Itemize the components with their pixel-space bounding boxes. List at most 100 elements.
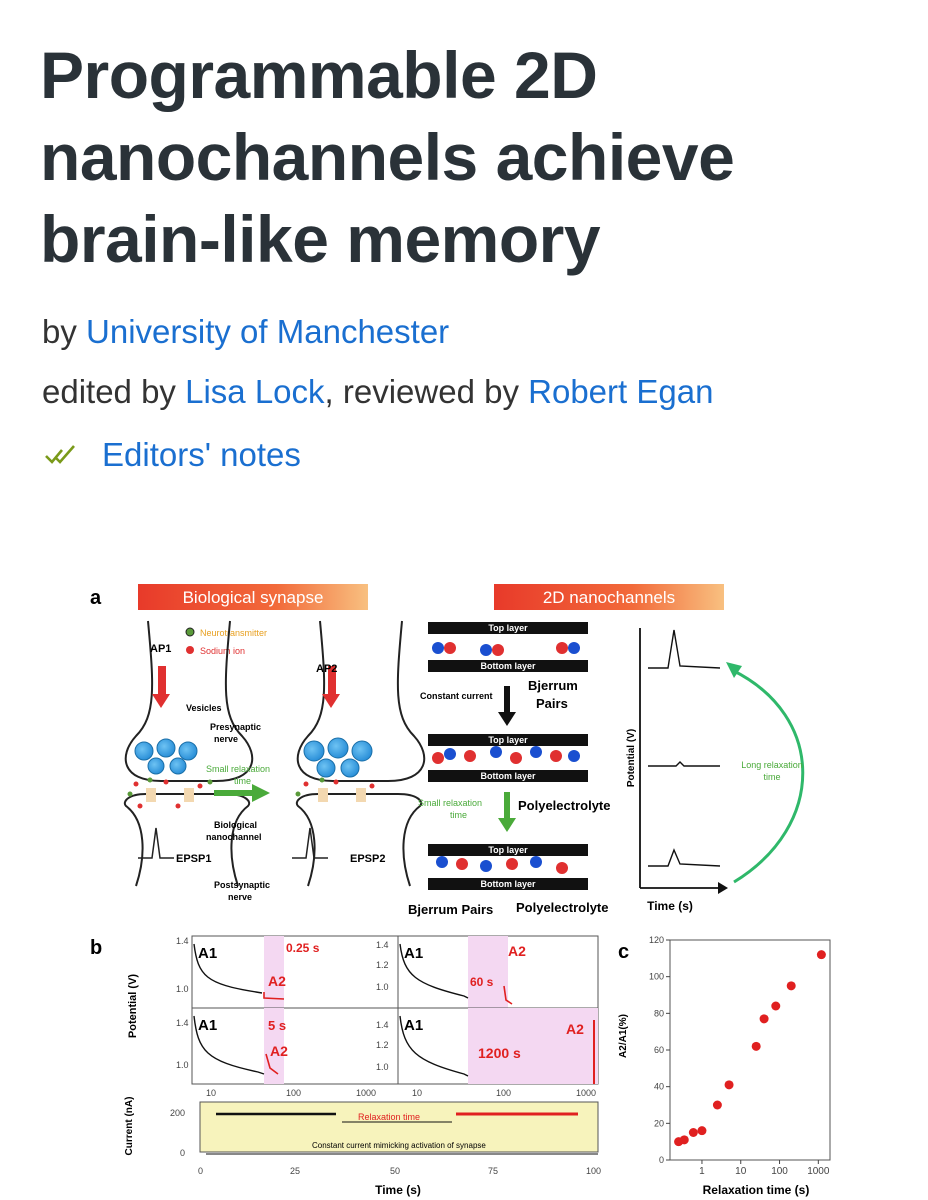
y-tick-label: 40 bbox=[654, 1082, 664, 1092]
data-point bbox=[724, 1080, 734, 1090]
svg-text:10: 10 bbox=[412, 1088, 422, 1098]
nano-header-bg bbox=[494, 584, 724, 610]
constant-current-mimic-label: Constant current mimicking activation of… bbox=[312, 1141, 486, 1150]
polyelectrolyte-label-2: Polyelectrolyte bbox=[516, 900, 609, 915]
current-axis-label: Current (nA) bbox=[124, 1097, 135, 1156]
bio-nanochannel-label-2: nanochannel bbox=[206, 832, 262, 842]
svg-text:1.0: 1.0 bbox=[176, 984, 189, 994]
top-layer-label-1: Top layer bbox=[488, 623, 528, 633]
top-layer-label-2: Top layer bbox=[488, 735, 528, 745]
svg-text:100: 100 bbox=[286, 1088, 301, 1098]
b-a2-label-1: A2 bbox=[268, 973, 286, 989]
neurotransmitter-legend-dot bbox=[185, 627, 195, 637]
author-link[interactable]: University of Manchester bbox=[86, 313, 450, 350]
scatter-plot-frame bbox=[669, 939, 831, 1161]
epsp2-label: EPSP2 bbox=[350, 853, 385, 865]
svg-text:1.4: 1.4 bbox=[176, 936, 189, 946]
svg-text:1.0: 1.0 bbox=[376, 1062, 389, 1072]
synapse-left bbox=[123, 620, 254, 887]
presynaptic-label-2: nerve bbox=[214, 734, 238, 744]
svg-text:1.4: 1.4 bbox=[176, 1018, 189, 1028]
reviewer-link[interactable]: Robert Egan bbox=[528, 373, 714, 410]
b-a1-label-4: A1 bbox=[404, 1017, 423, 1034]
long-relax-label-2: time bbox=[763, 772, 780, 782]
ap2-label: AP2 bbox=[316, 663, 337, 675]
y-tick-label: 100 bbox=[649, 972, 664, 982]
potential-axis-label-b: Potential (V) bbox=[127, 974, 139, 1039]
bottom-layer-label-3: Bottom layer bbox=[480, 879, 536, 889]
x-tick-label: 10 bbox=[735, 1166, 747, 1177]
panel-b-plots bbox=[191, 935, 599, 1155]
edited-prefix: edited by bbox=[42, 373, 176, 410]
svg-text:1.4: 1.4 bbox=[376, 940, 389, 950]
b-a1-label-3: A1 bbox=[198, 1017, 217, 1034]
ratio-axis-label: A2/A1(%) bbox=[618, 1014, 629, 1058]
epsp1-label: EPSP1 bbox=[176, 853, 211, 865]
vesicles-label: Vesicles bbox=[186, 703, 222, 713]
panel-c-label: c bbox=[618, 941, 629, 963]
polyelectrolyte-label-1: Polyelectrolyte bbox=[518, 798, 611, 813]
data-point bbox=[759, 1014, 769, 1024]
b-time-025: 0.25 s bbox=[286, 941, 320, 955]
bio-nanochannel-label-1: Biological bbox=[214, 820, 257, 830]
svg-text:1000: 1000 bbox=[576, 1088, 596, 1098]
nano-header: 2D nanochannels bbox=[543, 588, 675, 607]
small-relax-nano-2: time bbox=[450, 810, 467, 820]
bjerrum-pairs-label: Bjerrum Pairs bbox=[408, 902, 493, 917]
reviewed-prefix: , reviewed by bbox=[324, 373, 519, 410]
bio-header: Biological synapse bbox=[183, 588, 324, 607]
svg-text:1.2: 1.2 bbox=[376, 1040, 389, 1050]
synapse-right bbox=[292, 620, 426, 887]
b-a2-label-4: A2 bbox=[566, 1021, 584, 1037]
y-tick-label: 60 bbox=[654, 1045, 664, 1055]
y-tick-label: 80 bbox=[654, 1008, 664, 1018]
panel-b-label: b bbox=[90, 937, 102, 959]
b-time-5: 5 s bbox=[268, 1018, 286, 1033]
svg-text:1.0: 1.0 bbox=[376, 982, 389, 992]
article-title: Programmable 2D nanochannels achieve bra… bbox=[40, 38, 735, 276]
time-label-a: Time (s) bbox=[647, 899, 693, 913]
svg-text:50: 50 bbox=[390, 1166, 400, 1176]
data-point bbox=[786, 981, 796, 991]
constant-current-label: Constant current bbox=[420, 691, 493, 701]
small-relax-nano-1: Small relaxation bbox=[418, 798, 482, 808]
svg-text:75: 75 bbox=[488, 1166, 498, 1176]
data-point bbox=[688, 1128, 698, 1137]
time-axis-label-b: Time (s) bbox=[375, 1183, 421, 1197]
panel-a-label: a bbox=[90, 587, 102, 609]
svg-text:1.4: 1.4 bbox=[376, 1020, 389, 1030]
potential-trace-panel bbox=[639, 628, 805, 894]
postsynaptic-label-2: nerve bbox=[228, 892, 252, 902]
svg-text:0: 0 bbox=[180, 1148, 185, 1158]
byline: by University of Manchester bbox=[42, 312, 449, 352]
ap1-label: AP1 bbox=[150, 643, 171, 655]
by-prefix: by bbox=[42, 313, 77, 350]
x-tick-label: 1 bbox=[699, 1166, 705, 1177]
sodium-legend-dot bbox=[186, 646, 194, 654]
svg-text:100: 100 bbox=[496, 1088, 511, 1098]
svg-text:200: 200 bbox=[170, 1108, 185, 1118]
data-point bbox=[751, 1041, 761, 1051]
data-point bbox=[679, 1135, 689, 1145]
bjerrum-label-2: Pairs bbox=[536, 696, 568, 711]
editors-notes-link[interactable]: Editors' notes bbox=[44, 436, 301, 474]
b-time-60: 60 s bbox=[470, 975, 494, 989]
y-tick-label: 20 bbox=[654, 1118, 664, 1128]
relaxation-time-label: Relaxation time bbox=[358, 1112, 420, 1122]
b-a2-label-3: A2 bbox=[270, 1043, 288, 1059]
edit-line: edited by Lisa Lock, reviewed by Robert … bbox=[42, 372, 713, 412]
y-tick-label: 120 bbox=[649, 935, 664, 945]
editors-notes-label: Editors' notes bbox=[102, 436, 301, 473]
svg-text:0: 0 bbox=[198, 1166, 203, 1176]
x-tick-label: 100 bbox=[771, 1166, 788, 1177]
relax-time-axis-label: Relaxation time (s) bbox=[703, 1183, 810, 1197]
double-check-icon bbox=[45, 445, 75, 464]
bio-header-bg bbox=[138, 584, 368, 610]
b-a1-label-2: A1 bbox=[404, 945, 423, 962]
editor-link[interactable]: Lisa Lock bbox=[185, 373, 325, 410]
svg-text:25: 25 bbox=[290, 1166, 300, 1176]
legend-sodium: Sodium ion bbox=[200, 646, 245, 656]
svg-text:10: 10 bbox=[206, 1088, 216, 1098]
